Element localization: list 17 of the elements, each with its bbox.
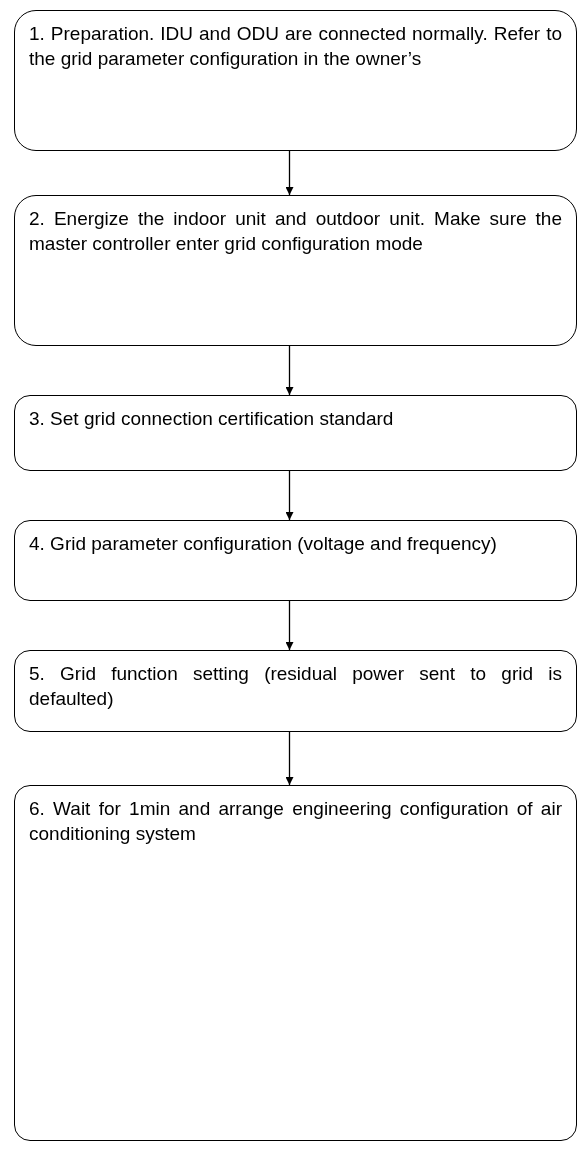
step-text: 5. Grid function setting (residual power sent to grid is defaulted) — [29, 662, 562, 711]
step-text: 3. Set grid connection certification standard — [29, 407, 395, 431]
step-text: 4. Grid parameter configuration (voltage and frequency) — [29, 532, 498, 556]
process-box — [14, 520, 577, 601]
arrow — [285, 600, 294, 651]
step-text: 2. Energize the indoor unit and outdoor unit. Make sure the master controller enter grid configuration mode — [29, 207, 562, 256]
step-text: 1. Preparation. IDU and ODU are connected normally. Refer to the grid parameter configuration in the owner’s — [29, 22, 562, 71]
step-text: 6. Wait for 1min and arrange engineering configuration of air conditioning system — [29, 797, 562, 846]
arrow — [285, 150, 294, 196]
process-box — [14, 10, 577, 151]
process-box — [14, 785, 577, 1141]
process-box — [14, 195, 577, 346]
arrow — [285, 470, 294, 521]
process-box — [14, 395, 577, 471]
arrow — [285, 345, 294, 396]
process-box — [14, 650, 577, 732]
arrow — [285, 731, 294, 786]
